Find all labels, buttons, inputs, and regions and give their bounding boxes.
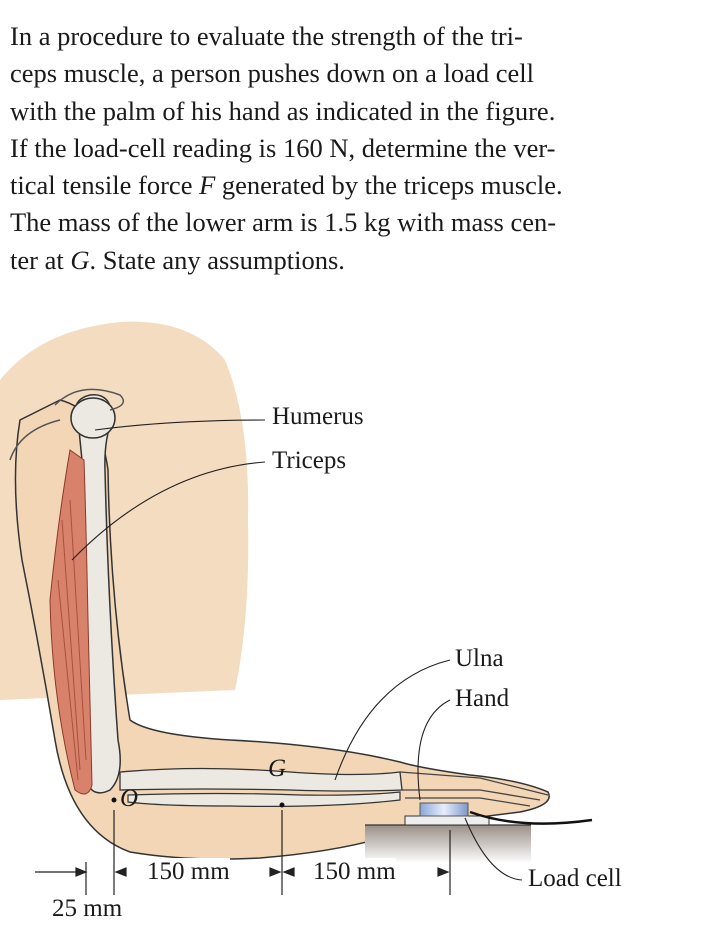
problem-statement: In a procedure to evaluate the strength … — [10, 18, 710, 279]
problem-line: tical tensile force F generated by the t… — [10, 170, 563, 201]
scapula-bone — [9, 388, 125, 461]
hand-bones — [399, 771, 549, 807]
arm-figure — [0, 321, 593, 895]
label-ulna: Ulna — [455, 645, 504, 672]
arm-skin — [14, 399, 550, 860]
label-point-g: G — [268, 755, 287, 782]
ground-block — [365, 825, 531, 863]
triceps-muscle — [49, 449, 93, 795]
label-load-cell: Load cell — [528, 865, 622, 892]
label-triceps: Triceps — [272, 447, 347, 474]
label-hand: Hand — [455, 685, 510, 712]
humerus-head — [70, 397, 116, 439]
dimension-150mm-1: 150 mm — [147, 858, 230, 886]
load-cell-base — [404, 815, 490, 826]
dimension-25mm: 25 mm — [52, 895, 123, 922]
problem-line: The mass of the lower arm is 1.5 kg with… — [10, 207, 557, 238]
problem-line: In a procedure to evaluate the strength … — [10, 21, 523, 51]
problem-line: with the palm of his hand as indicated i… — [10, 95, 556, 126]
dimension-lines — [35, 810, 451, 895]
point-o-dot — [111, 797, 117, 803]
dimension-150mm-2: 150 mm — [313, 858, 396, 886]
load-cell-cable — [469, 810, 593, 825]
problem-line: ceps muscle, a person pushes down on a l… — [10, 58, 534, 89]
label-point-o: O — [120, 785, 139, 812]
radius-bone — [127, 791, 401, 807]
label-humerus: Humerus — [272, 403, 364, 430]
point-g-dot — [279, 802, 285, 808]
problem-line: ter at G. State any assumptions. — [10, 244, 345, 275]
problem-line: If the load-cell reading is 160 N, deter… — [10, 132, 556, 163]
load-cell-icon — [419, 802, 469, 817]
